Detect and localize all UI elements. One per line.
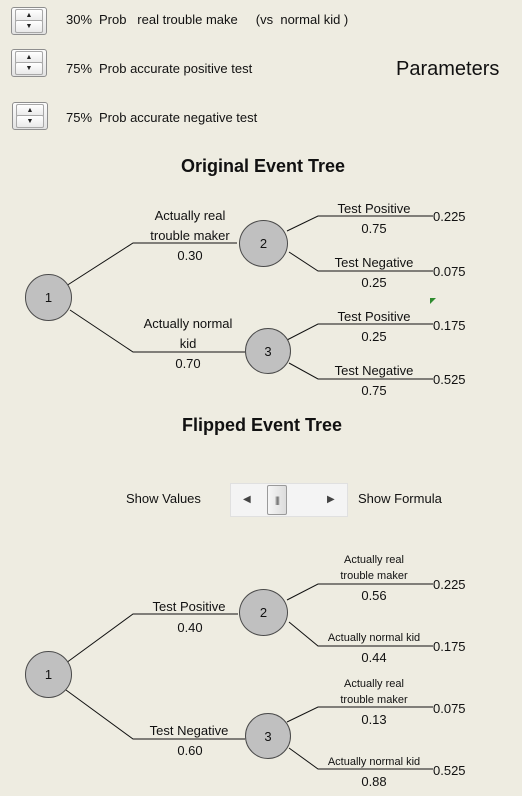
positive-test-prob-spinner[interactable]: ▲ ▼ (11, 49, 47, 77)
branch-line (286, 215, 433, 232)
branch-line (65, 613, 238, 664)
branch-line (286, 323, 433, 341)
end-value: 0.175 (433, 639, 466, 654)
branch-label: Actually real (344, 554, 404, 566)
end-value: 0.075 (433, 701, 466, 716)
end-value: 0.175 (433, 318, 466, 333)
scroll-left-arrow-icon[interactable]: ◀ (243, 494, 251, 505)
branch-prob: 0.70 (175, 356, 201, 371)
spin-down-button[interactable]: ▼ (15, 20, 43, 33)
end-value: 0.225 (433, 577, 466, 592)
trouble-maker-node: 2 (239, 220, 288, 267)
param-label: Prob accurate positive test (99, 61, 253, 76)
param-value: 75% (66, 61, 93, 76)
branch-prob: 0.30 (177, 248, 203, 263)
normal-kid-node: 3 (245, 328, 291, 374)
branch-line (288, 747, 433, 770)
branch-label: Actually normal kid (327, 756, 421, 768)
end-value: 0.225 (433, 209, 466, 224)
branch-line (65, 689, 245, 740)
original-tree-title: Original Event Tree (181, 156, 346, 176)
end-value: 0.075 (433, 264, 466, 279)
branch-label: Test Positive (152, 599, 226, 614)
branch-prob: 0.75 (361, 383, 387, 398)
branch-label: kid (179, 336, 197, 351)
param-value: 30% (66, 12, 93, 27)
show-formula-label: Show Formula (358, 491, 442, 506)
branch-prob: 0.60 (177, 743, 203, 758)
branch-label: Test Negative (334, 255, 414, 270)
branch-label: Actually normal (143, 316, 233, 331)
branch-label: Actually real (344, 678, 404, 690)
scroll-right-arrow-icon[interactable]: ▶ (327, 494, 335, 505)
param-value: 75% (66, 110, 93, 125)
branch-line (65, 242, 237, 287)
branch-line (286, 706, 433, 723)
branch-prob: 0.25 (361, 275, 387, 290)
flipped-tree-title: Flipped Event Tree (182, 415, 343, 435)
test-negative-node: 3 (245, 713, 291, 759)
branch-prob: 0.25 (361, 329, 387, 344)
branch-line (69, 309, 245, 353)
branch-label: trouble maker (340, 570, 408, 582)
branch-label: Test Negative (149, 723, 229, 738)
branch-label: Actually normal kid (327, 632, 421, 644)
parameters-heading: Parameters (396, 58, 500, 80)
values-formula-toggle-scrollbar[interactable]: ◀ ||| ▶ (230, 483, 348, 517)
cell-comment-marker (430, 298, 436, 304)
test-positive-node: 2 (239, 589, 288, 636)
branch-line (288, 251, 433, 272)
trouble-maker-prob-spinner[interactable]: ▲ ▼ (11, 7, 47, 35)
branch-prob: 0.56 (361, 588, 387, 603)
branch-label: Test Positive (337, 309, 411, 324)
negative-test-prob-spinner[interactable]: ▲ ▼ (12, 102, 48, 130)
root-node: 1 (25, 274, 72, 321)
branch-label: Test Negative (334, 363, 414, 378)
param-label: Prob real trouble make (vs normal kid ) (99, 12, 349, 27)
branch-line (288, 621, 433, 647)
branch-prob: 0.40 (177, 620, 203, 635)
end-value: 0.525 (433, 763, 466, 778)
branch-prob: 0.75 (361, 221, 387, 236)
param-label: Prob accurate negative test (99, 110, 258, 125)
branch-prob: 0.88 (361, 774, 387, 789)
scroll-thumb[interactable]: ||| (267, 485, 287, 515)
spin-down-button[interactable]: ▼ (16, 115, 44, 128)
branch-label: Actually real (154, 208, 226, 223)
branch-prob: 0.44 (361, 650, 387, 665)
branch-line (288, 362, 433, 380)
end-value: 0.525 (433, 372, 466, 387)
show-values-label: Show Values (126, 491, 201, 506)
branch-line (286, 583, 433, 601)
branch-label: Test Positive (337, 201, 411, 216)
root-node: 1 (25, 651, 72, 698)
branch-prob: 0.13 (361, 712, 387, 727)
branch-label: trouble maker (340, 694, 408, 706)
spin-down-button[interactable]: ▼ (15, 62, 43, 75)
branch-label: trouble maker (150, 228, 230, 243)
